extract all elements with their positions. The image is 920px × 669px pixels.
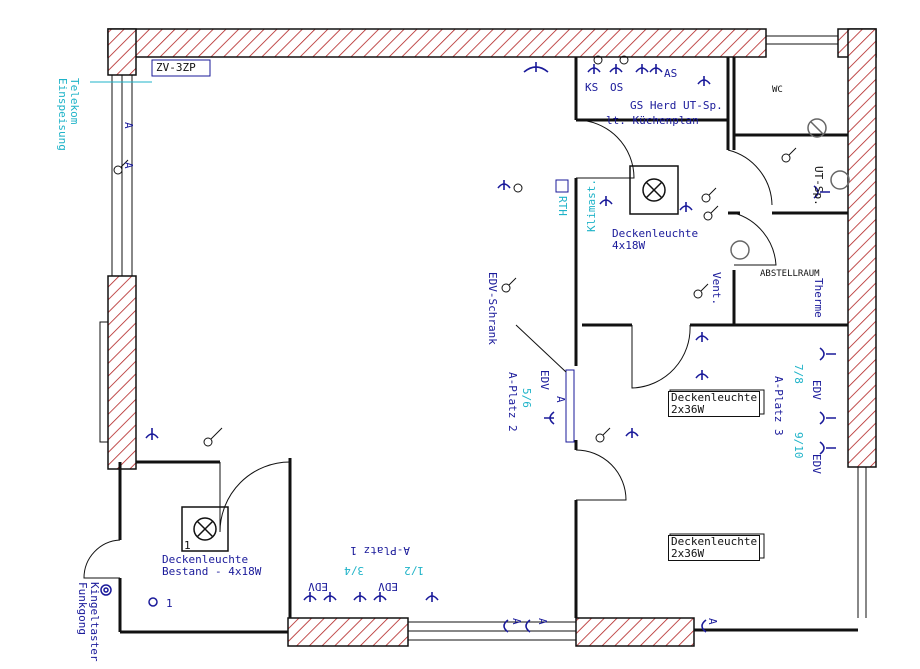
kuechenplan-label: lt. Küchenplan — [606, 114, 699, 127]
edv-910-label: EDV — [810, 454, 823, 474]
abstellraum-label: ABSTELLRAUM — [760, 269, 820, 279]
door-swings — [83, 119, 777, 579]
edv-34-label: EDV — [308, 580, 328, 593]
switches — [113, 55, 797, 447]
num-34-label: 3/4 — [344, 564, 364, 577]
deckenleuchte-b-label: Deckenleuchte 2x36W — [668, 535, 761, 561]
wall-bottom-b — [575, 617, 695, 647]
a-marker-2: A — [122, 162, 135, 169]
exterior-walls — [107, 28, 877, 647]
entrance-light-label: Deckenleuchte Bestand - 4x18W — [162, 553, 262, 578]
as-label: AS — [664, 67, 678, 80]
num-12-label: 1/2 — [404, 564, 424, 577]
edv-56-label: EDV — [538, 370, 551, 390]
therme-label: Therme — [812, 278, 825, 318]
edv-schrank-label: EDV-Schrank — [486, 272, 499, 345]
kingeltaster-label: Kingeltaster Funkgong — [76, 582, 101, 662]
num-56-label: 5/6 — [520, 388, 533, 408]
gs-herd-label: GS Herd UT-Sp. — [630, 99, 723, 112]
ceiling-lights — [100, 118, 850, 607]
num-910-label: 9/10 — [792, 432, 805, 459]
a-platz-3-label: A-Platz 3 — [772, 376, 785, 436]
windows — [99, 35, 867, 641]
klimast-label: Klimast. — [585, 179, 598, 232]
a-marker-4: A — [536, 618, 549, 625]
wall-left-mid — [107, 275, 137, 470]
deckenleuchte-a-label: Deckenleuchte 2x36W — [668, 391, 761, 417]
a-platz-1-label: A-Platz 1 — [350, 544, 410, 557]
a-marker-6: A — [554, 396, 567, 403]
edv-78-label: EDV — [810, 380, 823, 400]
telekom-label: Telekom Einspeisung — [56, 78, 81, 151]
light-count-label: 1 — [184, 539, 191, 552]
misc-outlines — [151, 59, 765, 559]
ut-sp-label: UT-Sp. — [812, 166, 825, 206]
edv-12-label: EDV — [378, 580, 398, 593]
wc-label: WC — [772, 85, 783, 95]
wall-right — [847, 28, 877, 468]
wall-left-top — [107, 28, 137, 76]
wall-bottom-a — [287, 617, 409, 647]
electrical-symbols — [145, 62, 836, 633]
connection-lines — [90, 81, 567, 373]
a-platz-2-label: A-Platz 2 — [506, 372, 519, 432]
rth-label: RTH — [556, 196, 569, 216]
sun-count-label: 1 — [166, 597, 173, 610]
interior-walls — [118, 57, 858, 634]
zv-label: ZV-3ZP — [156, 61, 196, 74]
a-marker-1: A — [122, 122, 135, 129]
ks-label: KS — [585, 81, 599, 94]
kitchen-light-label: Deckenleuchte 4x18W — [612, 227, 699, 252]
num-78-label: 7/8 — [792, 364, 805, 384]
a-marker-3: A — [510, 618, 523, 625]
a-marker-5: A — [706, 618, 719, 625]
wall-top — [107, 28, 767, 58]
vent-label: Vent. — [710, 272, 723, 306]
os-label: OS — [610, 81, 624, 94]
